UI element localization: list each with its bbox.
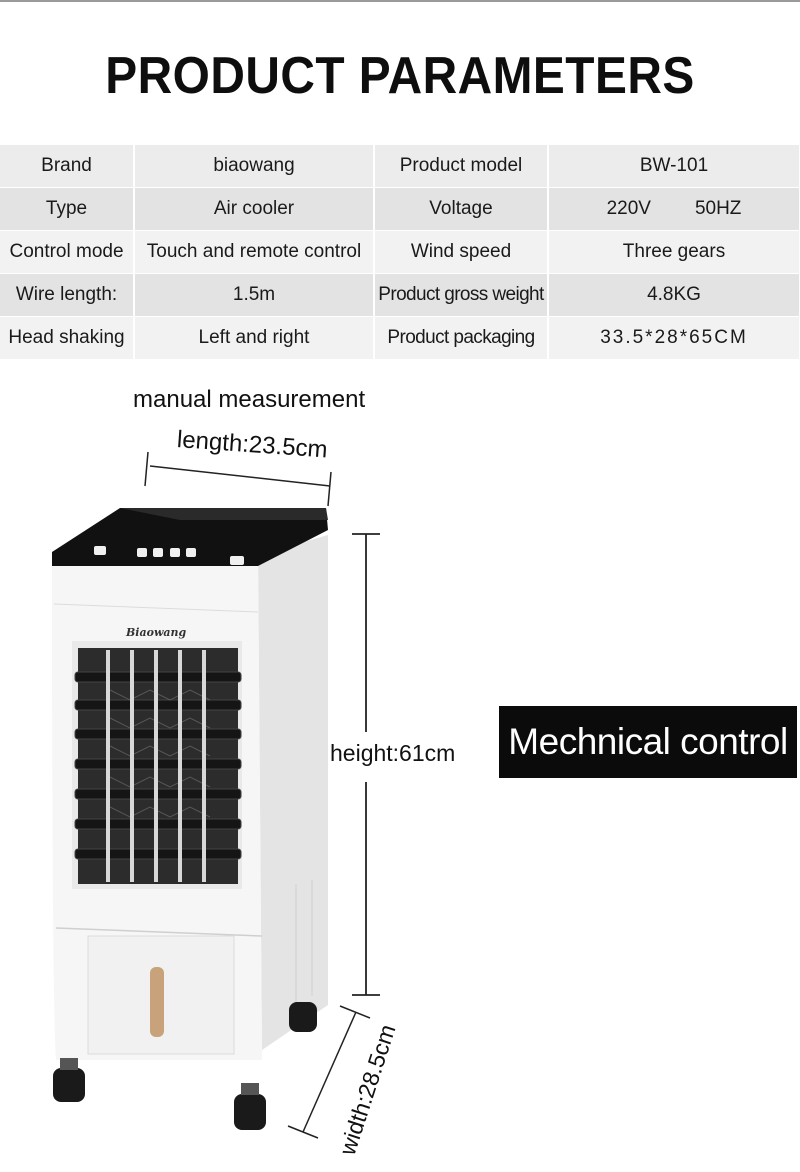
param-value: BW-101: [548, 145, 800, 188]
param-label: Product model: [374, 145, 549, 188]
param-value: 1.5m: [134, 273, 375, 317]
param-value: Air cooler: [134, 187, 375, 231]
badge-label: Mechnical control: [508, 721, 788, 762]
brand-logo: Biaowang: [125, 626, 187, 639]
table-row: Wire length: 1.5m Product gross weight 4…: [0, 273, 800, 317]
height-dimension-line: [352, 533, 380, 996]
param-value: Touch and remote control: [134, 230, 375, 274]
measurement-title: manual measurement: [133, 386, 366, 413]
parameters-table: Brand biaowang Product model BW-101 Type…: [0, 145, 800, 360]
param-label: Product packaging: [374, 316, 549, 360]
cooler-body: [52, 508, 328, 1130]
voltage-value: 220V: [606, 198, 651, 219]
param-value: 220V 50HZ: [548, 187, 800, 231]
table-row: Type Air cooler Voltage 220V 50HZ: [0, 187, 800, 231]
page-title: PRODUCT PARAMETERS: [105, 47, 695, 105]
mechanical-control-badge: Mechnical control: [499, 706, 797, 778]
table-row: Control mode Touch and remote control Wi…: [0, 230, 800, 274]
param-label: Head shaking: [0, 316, 135, 360]
param-value: biaowang: [134, 145, 375, 188]
param-value: Left and right: [134, 316, 375, 360]
top-divider: [0, 0, 800, 2]
frequency-value: 50HZ: [694, 198, 742, 219]
table-row: Head shaking Left and right Product pack…: [0, 316, 800, 360]
param-label: Type: [0, 187, 135, 231]
param-value: 33.5*28*65CM: [548, 316, 800, 360]
param-label: Wind speed: [374, 230, 549, 274]
air-cooler-illustration: Biaowang: [52, 451, 380, 1139]
table-row: Brand biaowang Product model BW-101: [0, 145, 800, 188]
param-value: 4.8KG: [548, 273, 800, 317]
param-label: Brand: [0, 145, 135, 188]
height-label: height:61cm: [330, 738, 456, 769]
param-value: Three gears: [548, 230, 800, 274]
param-label: Voltage: [374, 187, 549, 231]
length-dimension-line: [144, 451, 332, 507]
param-label: Product gross weight: [374, 273, 549, 317]
param-label: Wire length:: [0, 273, 135, 317]
param-label: Control mode: [0, 230, 135, 274]
width-dimension-line: [287, 1005, 371, 1139]
